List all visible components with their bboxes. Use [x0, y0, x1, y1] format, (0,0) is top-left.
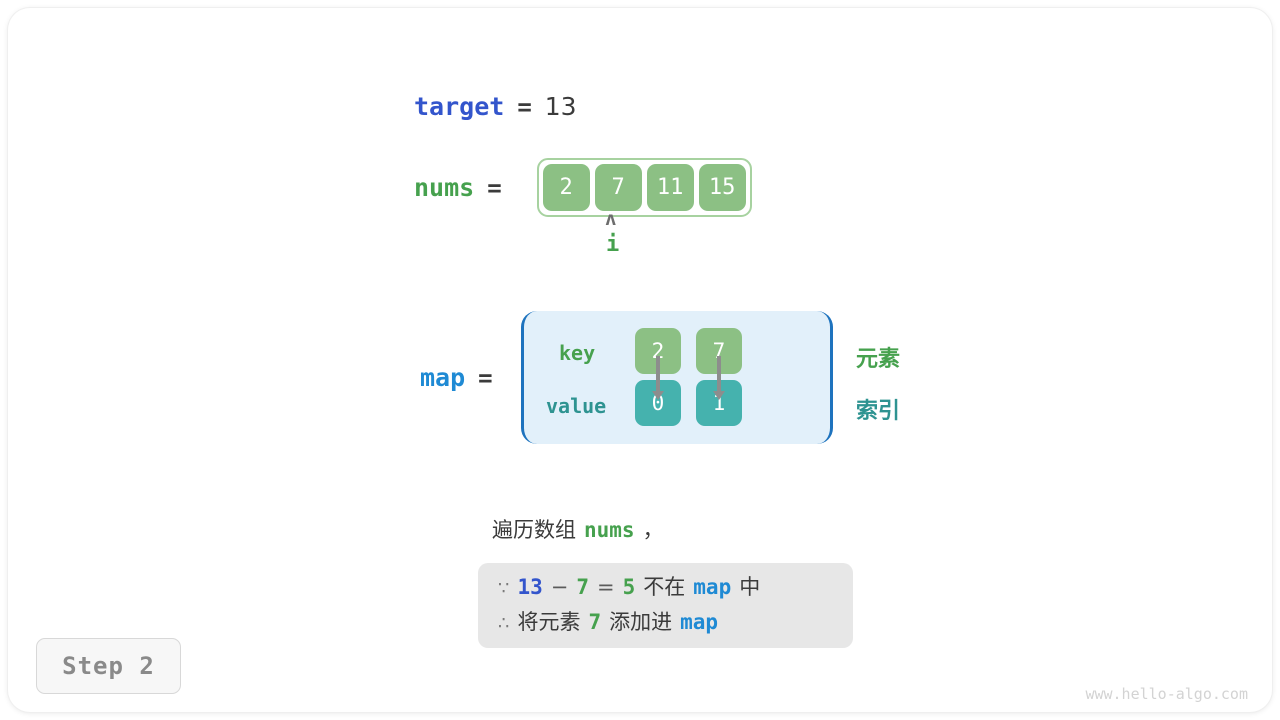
reason-row: ∵ 13 − 7 = 5 不在 map 中	[498, 577, 833, 598]
reason-token: 13	[517, 575, 543, 599]
map-container: key value 2 0 7 1	[521, 311, 833, 444]
annotation-element: 元素	[856, 347, 901, 372]
key-to-value-arrow-icon	[652, 356, 664, 400]
map-label-row: map =	[420, 363, 493, 392]
reason-token: 将元素	[517, 610, 581, 634]
array-cell: 15	[698, 164, 746, 211]
array-cell: 7	[594, 164, 642, 211]
reason-box: ∵ 13 − 7 = 5 不在 map 中 ∴ 将元素 7 添加进 map	[478, 563, 853, 648]
reason-token: 5	[622, 575, 636, 599]
pointer-label: i	[606, 232, 620, 257]
nums-label: nums	[414, 173, 475, 202]
map-equals: =	[478, 364, 493, 392]
reason-token: 7	[576, 575, 590, 599]
because-symbol-icon: ∵	[498, 578, 510, 599]
reason-token: 中	[739, 575, 761, 599]
array-cell: 2	[542, 164, 590, 211]
step-badge: Step 2	[36, 638, 181, 694]
watermark: www.hello-algo.com	[1085, 685, 1248, 703]
map-row-label-key: key	[559, 341, 596, 365]
map-entry: 2 0	[635, 328, 681, 426]
map-entry: 7 1	[696, 328, 742, 426]
reason-token: −	[550, 575, 569, 599]
map-rows: key value 2 0 7 1	[524, 311, 836, 444]
target-label: target	[414, 92, 505, 121]
map-label: map	[420, 363, 466, 392]
nums-equals: =	[487, 173, 502, 202]
therefore-symbol-icon: ∴	[498, 613, 510, 634]
pointer-caret-icon: ʌ	[605, 208, 617, 230]
nums-row: nums = 2 7 11 15	[414, 158, 752, 217]
map-key-cell: 7	[696, 328, 742, 374]
map-row-label-value: value	[546, 394, 607, 418]
description-line: 遍历数组 nums ，	[492, 514, 664, 544]
nums-array: 2 7 11 15	[536, 158, 752, 217]
description-prefix: 遍历数组	[492, 518, 576, 542]
annotation-index: 索引	[856, 399, 901, 424]
target-row: target = 13	[414, 92, 577, 121]
reason-token: map	[680, 610, 719, 634]
reason-row: ∴ 将元素 7 添加进 map	[498, 612, 833, 633]
reason-token: 添加进	[609, 610, 673, 634]
reason-token: map	[693, 575, 732, 599]
description-code: nums	[584, 518, 635, 542]
target-equals: =	[517, 93, 532, 121]
array-cell: 11	[646, 164, 694, 211]
target-value: 13	[544, 92, 577, 121]
reason-token: 不在	[643, 575, 686, 599]
reason-token: =	[597, 575, 615, 599]
key-to-value-arrow-icon	[713, 356, 725, 400]
description-suffix: ，	[642, 518, 664, 542]
reason-token: 7	[588, 610, 602, 634]
